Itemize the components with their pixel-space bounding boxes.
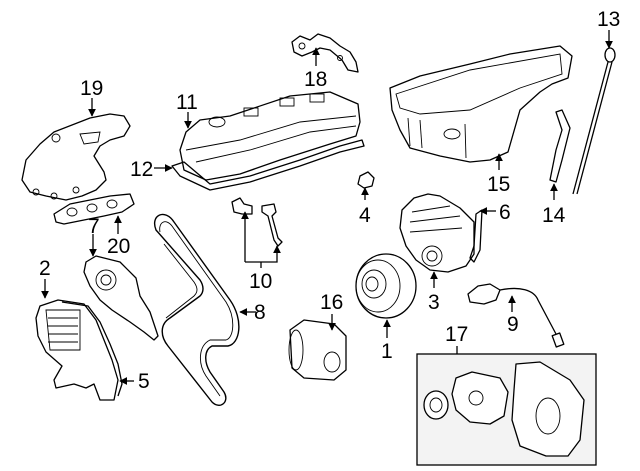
part-11-valve-cover[interactable] xyxy=(179,91,361,181)
callout-2[interactable]: 2 xyxy=(39,257,51,280)
part-12-valve-cover-gasket[interactable] xyxy=(171,139,365,191)
part-2-timing-cover-outer[interactable] xyxy=(35,299,119,401)
callout-11[interactable]: 11 xyxy=(176,91,198,114)
part-3-oil-pump[interactable] xyxy=(399,193,475,273)
callout-14[interactable]: 14 xyxy=(542,204,566,227)
callout-3[interactable]: 3 xyxy=(428,291,440,314)
callout-7[interactable]: 7 xyxy=(88,215,100,238)
callout-5[interactable]: 5 xyxy=(138,370,150,393)
inset-17-water-pump-kit[interactable] xyxy=(416,353,597,466)
part-9-sensor-wire[interactable] xyxy=(467,283,565,348)
callout-18[interactable]: 18 xyxy=(304,68,327,91)
leader-lines xyxy=(41,30,613,385)
leader-10b xyxy=(245,245,281,263)
part-18-rear-timing-plate[interactable] xyxy=(291,33,359,73)
callout-12[interactable]: 12 xyxy=(130,158,153,181)
part-20-manifold-gasket[interactable] xyxy=(53,193,135,225)
part-7-timing-cover-inner[interactable] xyxy=(83,255,159,341)
part-1-crankshaft-pulley[interactable] xyxy=(355,253,417,319)
callout-8[interactable]: 8 xyxy=(254,301,266,324)
callout-16[interactable]: 16 xyxy=(320,291,343,314)
part-14-dipstick-tube[interactable] xyxy=(549,109,571,183)
part-15-oil-pan[interactable] xyxy=(389,45,573,163)
callout-19[interactable]: 19 xyxy=(80,77,103,100)
callout-15[interactable]: 15 xyxy=(487,173,510,196)
part-8-timing-belt[interactable] xyxy=(153,213,240,406)
callout-4[interactable]: 4 xyxy=(359,204,371,227)
callout-20[interactable]: 20 xyxy=(107,235,130,258)
callout-17[interactable]: 17 xyxy=(445,323,468,346)
callout-10[interactable]: 10 xyxy=(249,270,272,293)
callout-13[interactable]: 13 xyxy=(597,8,620,31)
part-10-sensors[interactable] xyxy=(231,197,283,247)
part-4-oil-filler-cap[interactable] xyxy=(357,171,375,189)
part-16-oil-filter[interactable] xyxy=(288,319,347,381)
part-19-exhaust-manifold[interactable] xyxy=(21,113,131,201)
part-13-dipstick[interactable] xyxy=(572,47,616,195)
callout-6[interactable]: 6 xyxy=(499,201,511,224)
callout-9[interactable]: 9 xyxy=(507,313,519,336)
callout-1[interactable]: 1 xyxy=(381,340,393,363)
callout-labels: 19 11 12 18 13 15 14 4 6 3 1 9 16 8 5 2 … xyxy=(39,8,620,393)
